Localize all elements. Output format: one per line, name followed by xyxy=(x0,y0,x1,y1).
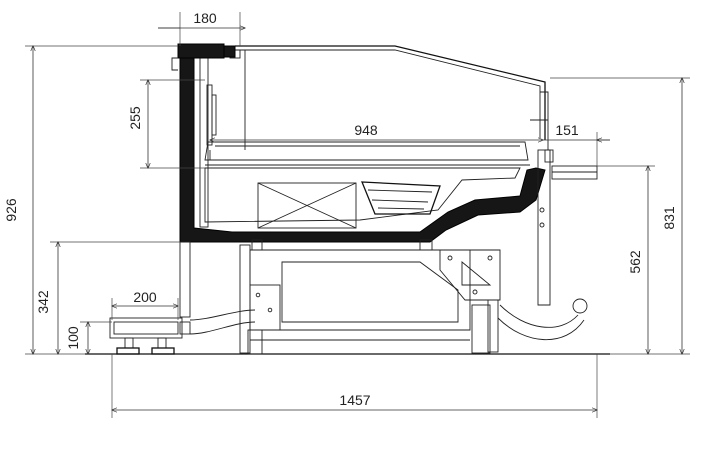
rear-hook xyxy=(171,57,178,71)
dimension-overall-height-label: 926 xyxy=(3,198,19,222)
dimension-lower-height-label: 342 xyxy=(35,290,51,314)
dimension-lower-height xyxy=(50,242,180,354)
insulation-wall xyxy=(179,45,546,243)
product-well xyxy=(204,164,530,229)
dimension-foot-width xyxy=(112,298,178,320)
dimension-overall-length xyxy=(112,354,597,418)
support-arm-right xyxy=(497,298,588,341)
dimension-inner-depth-label: 948 xyxy=(354,122,378,138)
front-upright xyxy=(537,149,554,306)
insulation-cap xyxy=(177,43,225,59)
dimension-shelf-depth-label: 151 xyxy=(555,122,579,138)
upper-shelf xyxy=(204,141,529,161)
dimension-upper-height-label: 255 xyxy=(127,106,143,130)
dimension-foot-width-label: 200 xyxy=(133,289,157,305)
support-arm-left xyxy=(189,309,256,335)
dimension-total-height-right-label: 831 xyxy=(661,206,677,230)
dimension-overall-length-label: 1457 xyxy=(339,392,370,408)
dimension-upper-height xyxy=(140,80,205,168)
foot-rest xyxy=(109,317,191,355)
dimension-base-height-label: 100 xyxy=(65,326,81,350)
front-shelf xyxy=(551,165,598,180)
rear-panel xyxy=(199,49,241,228)
dimension-overall-height xyxy=(25,46,178,354)
dimension-base-height xyxy=(80,322,112,354)
dimension-shelf-depth xyxy=(543,132,610,166)
dimension-counter-height xyxy=(597,166,655,354)
dimension-top-width xyxy=(158,12,245,46)
base-cabinet xyxy=(179,239,501,355)
dimension-top-width-label: 180 xyxy=(193,10,217,26)
dimension-counter-height-label: 562 xyxy=(627,250,643,274)
